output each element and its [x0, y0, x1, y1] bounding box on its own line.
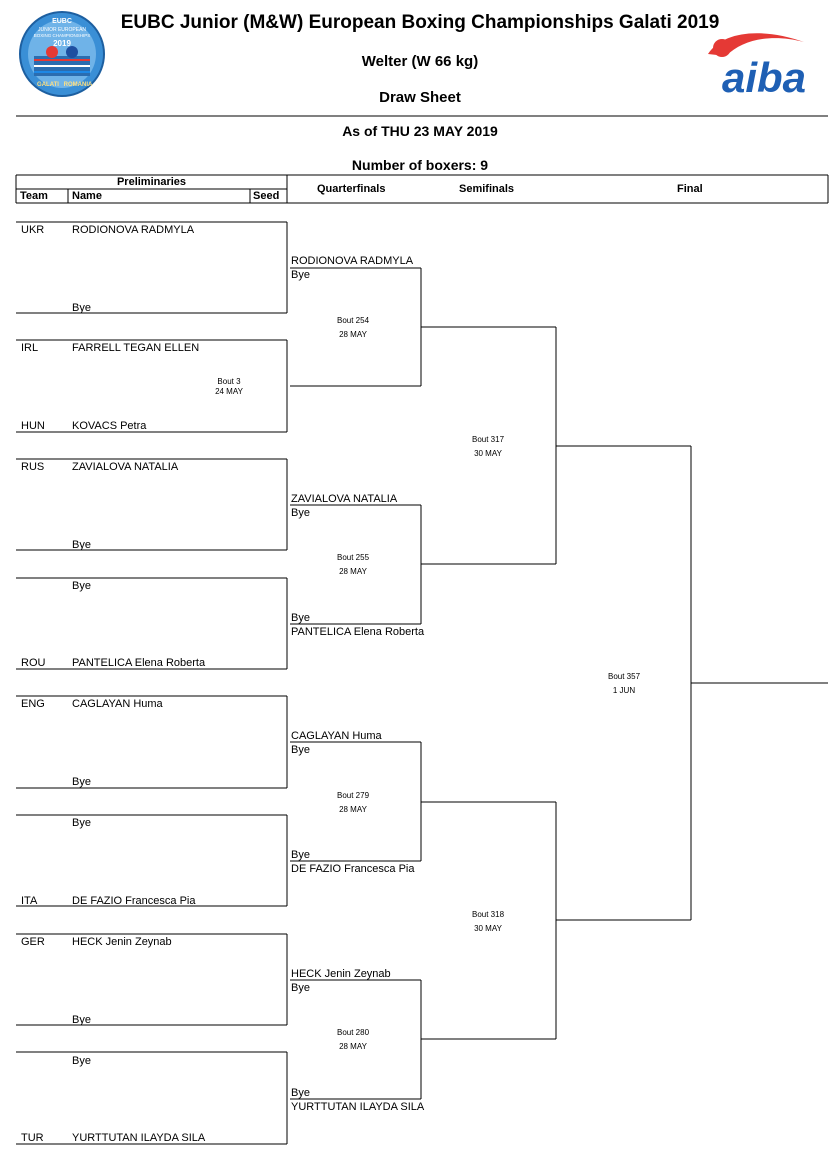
qf-bout-label: Bout 280: [336, 1028, 370, 1037]
qf-name: YURTTUTAN ILAYDA SILA: [291, 1101, 425, 1113]
svg-text:BOXING CHAMPIONSHIPS: BOXING CHAMPIONSHIPS: [34, 33, 91, 38]
prelim-name: DE FAZIO Francesca Pia: [72, 895, 196, 907]
sf-bout-date: 30 MAY: [474, 449, 502, 458]
col-quarterfinals: Quarterfinals: [317, 183, 386, 195]
prelim-name: CAGLAYAN Huma: [72, 698, 163, 710]
qf-name: CAGLAYAN Huma: [291, 730, 382, 742]
qf-bout-date: 28 MAY: [339, 567, 367, 576]
qf-name: Bye: [291, 1087, 310, 1099]
col-preliminaries: Preliminaries: [116, 176, 187, 188]
prelim-team: ROU: [21, 657, 46, 669]
qf-bout-label: Bout 254: [336, 316, 370, 325]
qf-name: PANTELICA Elena Roberta: [291, 626, 425, 638]
prelim-name: Bye: [72, 580, 91, 592]
prelim-name: Bye: [72, 539, 91, 551]
prelim-team: GER: [21, 936, 45, 948]
qf-name: RODIONOVA RADMYLA: [291, 255, 414, 267]
qf-name: Bye: [291, 612, 310, 624]
qf-name: Bye: [291, 849, 310, 861]
qf-name: Bye: [291, 507, 310, 519]
sheet-title: Draw Sheet: [379, 89, 461, 106]
as-of-date: As of THU 23 MAY 2019: [342, 123, 498, 139]
svg-text:JUNIOR EUROPEAN: JUNIOR EUROPEAN: [38, 27, 86, 33]
prelim-team: RUS: [21, 461, 45, 473]
prelim-team: TUR: [21, 1132, 44, 1144]
svg-text:EUBC: EUBC: [52, 18, 72, 25]
qf-name: ZAVIALOVA NATALIA: [291, 493, 398, 505]
prelim-team: UKR: [21, 224, 45, 236]
prelim-name: Bye: [72, 302, 91, 314]
prelim-name: YURTTUTAN ILAYDA SILA: [72, 1132, 206, 1144]
prelim-name: Bye: [72, 817, 91, 829]
championship-title: EUBC Junior (M&W) European Boxing Champi…: [120, 12, 720, 33]
prelim-team: HUN: [21, 420, 45, 432]
sf-bout-date: 30 MAY: [474, 924, 502, 933]
qf-bout-date: 28 MAY: [339, 330, 367, 339]
prelim-name: Bye: [72, 776, 91, 788]
final-lines: [556, 445, 828, 921]
prelim-name: FARRELL TEGAN ELLEN: [72, 342, 200, 354]
qf-bout-label: Bout 255: [336, 553, 370, 562]
qf-name: HECK Jenin Zeynab: [291, 968, 391, 980]
col-final: Final: [677, 183, 703, 195]
qf-bout-label: Bout 279: [336, 791, 370, 800]
eubc-logo: EUBC JUNIOR EUROPEAN BOXING CHAMPIONSHIP…: [19, 11, 105, 97]
prelim-team: ITA: [21, 895, 38, 907]
qf-name: DE FAZIO Francesca Pia: [291, 863, 415, 875]
aiba-logo: aiba: [708, 33, 806, 100]
prelim-name: KOVACS Petra: [72, 420, 147, 432]
prelim-name: RODIONOVA RADMYLA: [72, 224, 195, 236]
svg-text:ROMANIA: ROMANIA: [64, 82, 93, 88]
prelim-team: ENG: [21, 698, 45, 710]
prelim-bout-label: Bout 3: [217, 377, 241, 386]
final-bout-date: 1 JUN: [612, 686, 636, 695]
col-semifinals: Semifinals: [459, 183, 515, 195]
qf-name: Bye: [291, 982, 310, 994]
prelim-name: ZAVIALOVA NATALIA: [72, 461, 179, 473]
sf-bout-label: Bout 317: [471, 435, 505, 444]
qf-bout-date: 28 MAY: [339, 1042, 367, 1051]
header-rules: [15, 115, 829, 204]
qf-name: Bye: [291, 269, 310, 281]
preliminary-lines: [16, 221, 288, 1145]
svg-text:2019: 2019: [53, 39, 71, 48]
prelim-name: Bye: [72, 1014, 91, 1026]
weight-category: Welter (W 66 kg): [361, 53, 479, 70]
col-seed: Seed: [253, 190, 280, 202]
number-of-boxers: Number of boxers: 9: [351, 157, 489, 173]
sf-bout-label: Bout 318: [471, 910, 505, 919]
prelim-team: IRL: [21, 342, 39, 354]
prelim-name: HECK Jenin Zeynab: [72, 936, 172, 948]
qf-bout-date: 28 MAY: [339, 805, 367, 814]
col-team: Team: [20, 190, 48, 202]
col-name: Name: [72, 190, 102, 202]
quarterfinal-lines: [290, 267, 422, 1100]
prelim-bout-date: 24 MAY: [215, 387, 243, 396]
svg-text:aiba: aiba: [722, 54, 806, 100]
svg-text:GALATI: GALATI: [37, 82, 59, 88]
qf-name: Bye: [291, 744, 310, 756]
prelim-name: Bye: [72, 1055, 91, 1067]
prelim-name: PANTELICA Elena Roberta: [72, 657, 206, 669]
final-bout-label: Bout 357: [607, 672, 641, 681]
